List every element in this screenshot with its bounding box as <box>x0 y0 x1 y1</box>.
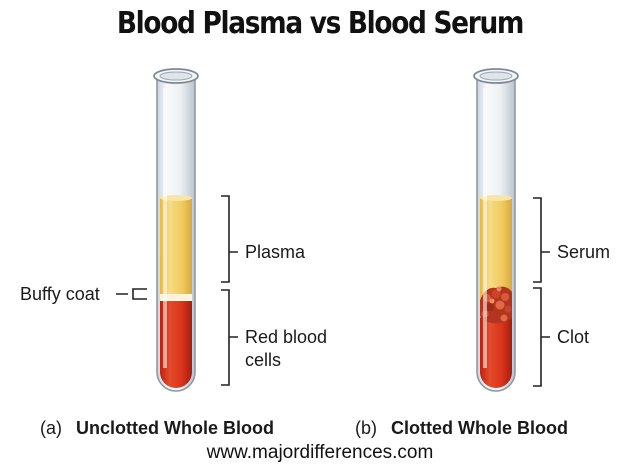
red-cells-bracket <box>221 289 238 386</box>
caption-b-tag: (b) <box>355 418 377 438</box>
tube-b-clot-mass <box>480 286 512 324</box>
tube-a-red-cells-layer <box>160 301 192 388</box>
clot-label: Clot <box>557 327 590 347</box>
tube-clotted <box>473 68 519 392</box>
caption-a-tag: (a) <box>40 418 62 438</box>
caption-a-text: Unclotted Whole Blood <box>76 418 274 438</box>
tube-b-serum-layer <box>480 198 512 300</box>
serum-label: Serum <box>557 242 611 262</box>
buffy-coat-pointer <box>116 288 147 300</box>
serum-bracket <box>533 197 550 283</box>
plasma-bracket <box>221 195 238 283</box>
page-title: Blood Plasma vs Blood Serum <box>116 6 525 41</box>
tube-unclotted <box>153 68 199 392</box>
footer-url: www.majordifferences.com <box>206 442 434 463</box>
buffy-coat-label: Buffy coat <box>20 284 100 304</box>
plasma-label: Plasma <box>245 242 306 262</box>
red-blood-cells-label: Red blood cells <box>245 327 328 370</box>
caption-b-text: Clotted Whole Blood <box>391 418 568 438</box>
tube-a-buffy-coat-layer <box>160 294 192 301</box>
tube-b-brackets <box>533 197 550 387</box>
caption-b: (b) Clotted Whole Blood <box>355 418 568 439</box>
tube-a-plasma-layer <box>160 198 192 294</box>
caption-a: (a) Unclotted Whole Blood <box>40 418 274 439</box>
tube-a-brackets <box>116 195 238 386</box>
clot-bracket <box>533 287 550 387</box>
